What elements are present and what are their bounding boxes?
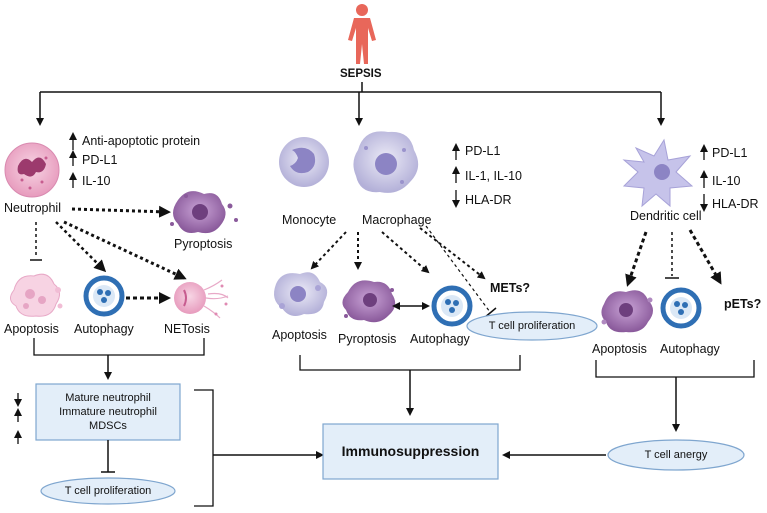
- immunosuppression-label: Immunosuppression: [341, 443, 480, 459]
- neutrophil-tcell-label: T cell proliferation: [64, 485, 152, 497]
- box-line-mature: Mature neutrophil: [65, 392, 151, 404]
- apoptosis-cell-icon: [601, 290, 653, 333]
- macro-apoptosis-label: Apoptosis: [272, 328, 327, 342]
- macro-autophagy-label: Autophagy: [410, 332, 470, 346]
- neutrophil-box-text: Mature neutrophil Immature neutrophil MD…: [36, 392, 180, 433]
- netosis-label: NETosis: [164, 322, 210, 336]
- apoptosis-cell-icon: [274, 272, 328, 316]
- pets-label: pETs?: [724, 297, 762, 311]
- pyroptosis-cell-icon: [170, 191, 238, 234]
- autophagy-icon: [660, 287, 702, 329]
- macro-marker-pdl1: PD-L1: [465, 144, 501, 158]
- dendritic-apoptosis-label: Apoptosis: [592, 342, 647, 356]
- dendritic-marker-pdl1: PD-L1: [712, 146, 748, 160]
- netosis-cell-icon: [174, 279, 229, 319]
- neutrophil-autophagy-label: Autophagy: [74, 322, 134, 336]
- dendritic-autophagy-label: Autophagy: [660, 342, 720, 356]
- dendritic-marker-hladr: HLA-DR: [712, 197, 759, 211]
- pyroptosis-cell-icon: [342, 280, 396, 323]
- neutrophil-cell-icon: [4, 142, 60, 198]
- neutrophil-pyroptosis-label: Pyroptosis: [174, 237, 233, 251]
- dendritic-cell-icon: [622, 138, 694, 208]
- neutrophil-marker-anti-apoptotic: Anti-apoptotic protein: [82, 134, 201, 148]
- neutrophil-marker-il10: IL-10: [82, 174, 111, 188]
- autophagy-icon: [431, 285, 473, 327]
- neutrophil-apoptosis-label: Apoptosis: [4, 322, 59, 336]
- macro-marker-hladr: HLA-DR: [465, 193, 512, 207]
- macrophage-cell-icon: [353, 131, 419, 193]
- neutrophil-status-box: [35, 383, 181, 441]
- apoptosis-cell-icon: [10, 273, 63, 317]
- macro-tcell-label: T cell proliferation: [488, 320, 576, 332]
- neutrophil-label: Neutrophil: [4, 201, 61, 215]
- dendritic-tcell-anergy-label: T cell anergy: [644, 449, 708, 461]
- neutrophil-marker-pdl1: PD-L1: [82, 153, 118, 167]
- human-figure-icon: [348, 4, 376, 64]
- dendritic-marker-il10: IL-10: [712, 174, 741, 188]
- box-line-immature: Immature neutrophil: [59, 405, 157, 418]
- box-line-mdscs: MDSCs: [89, 419, 127, 432]
- macrophage-label: Macrophage: [362, 213, 432, 227]
- dendritic-label: Dendritic cell: [630, 209, 702, 223]
- immunosuppression-box: [322, 423, 499, 480]
- autophagy-icon: [83, 275, 125, 317]
- monocyte-cell-icon: [279, 137, 329, 187]
- macro-pyroptosis-label: Pyroptosis: [338, 332, 397, 346]
- mets-label: METs?: [490, 281, 531, 295]
- macro-marker-il1-il10: IL-1, IL-10: [465, 169, 522, 183]
- monocyte-label: Monocyte: [282, 213, 337, 227]
- sepsis-title: SEPSIS: [340, 68, 382, 80]
